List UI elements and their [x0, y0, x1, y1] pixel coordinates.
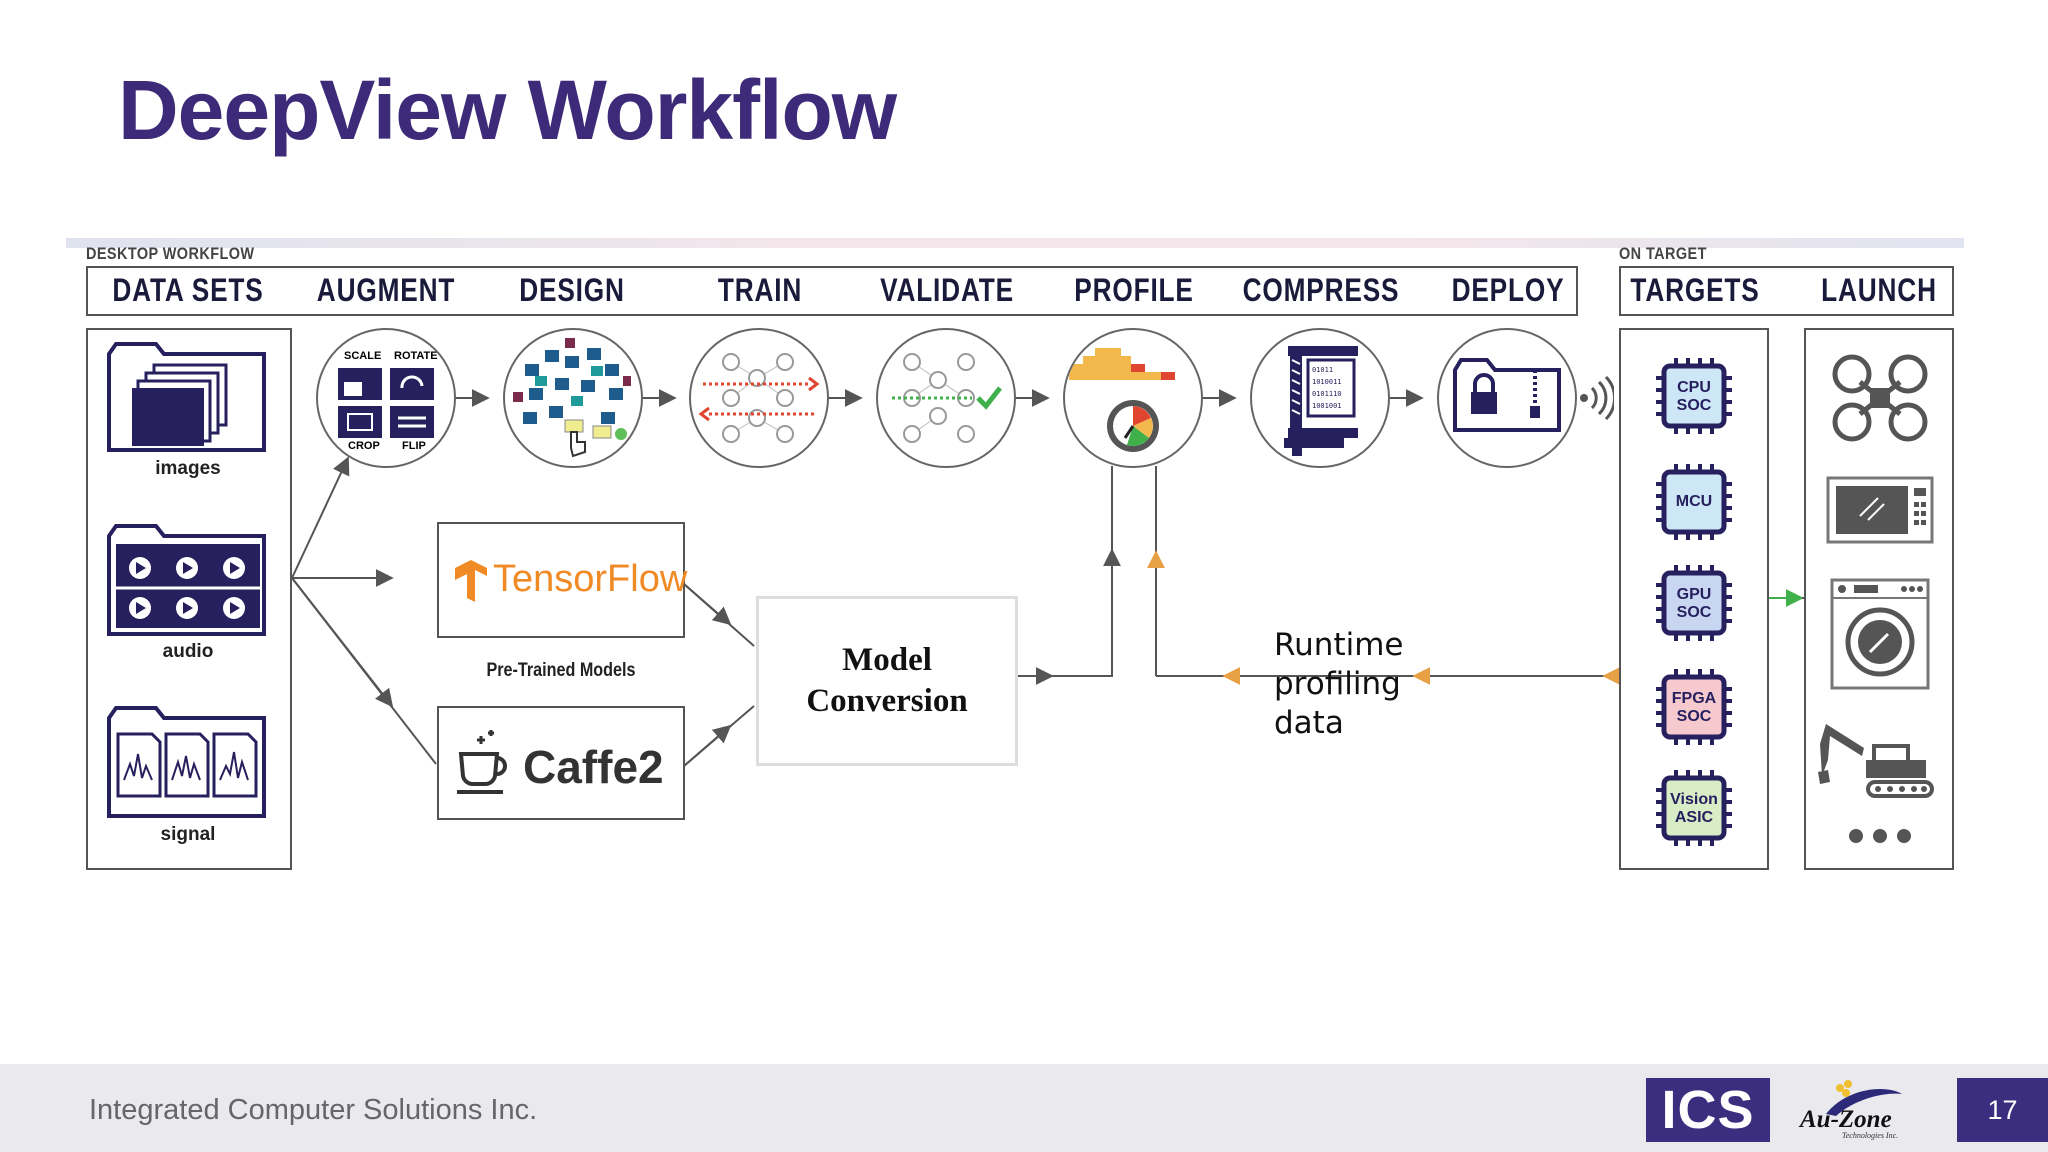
microwave-icon — [1826, 476, 1934, 544]
au-zone-swoosh-icon — [1826, 1080, 1902, 1116]
chip-gpu-line2: SOC — [1676, 604, 1712, 621]
profile-circle — [1063, 328, 1203, 468]
on-target-label: ON TARGET — [1619, 244, 1707, 263]
compress-bits-0: 01011 — [1312, 366, 1333, 374]
runtime-profiling-label: Runtime profiling data — [1274, 626, 1534, 743]
deploy-lock-icon — [1453, 358, 1561, 432]
chip-fpga-line1: FPGA — [1671, 690, 1717, 707]
chip-fpga-icon — [1656, 669, 1732, 745]
augment-flip-label: FLIP — [402, 440, 426, 452]
au-zone-subtitle: Technologies Inc. — [1842, 1131, 1899, 1140]
tensorflow-model-box: TensorFlow — [437, 522, 688, 638]
target-chip-gpu-soc: GPU SOC — [1654, 563, 1734, 643]
dataset-images-label: images — [155, 458, 221, 479]
chip-cpu-line1: CPU — [1677, 379, 1711, 396]
page-title: DeepView Workflow — [118, 63, 897, 157]
stage-data-sets: DATA SETS — [112, 272, 264, 308]
runtime-profiling-line1: Runtime profiling — [1274, 627, 1404, 702]
model-conversion-box: Model Conversion — [756, 596, 1018, 766]
target-chip-cpu-soc: CPU SOC — [1654, 356, 1734, 436]
design-network-icon — [513, 338, 631, 458]
target-chip-vision-asic: Vision ASIC — [1654, 768, 1734, 848]
target-chip-fpga-soc: FPGA SOC — [1654, 667, 1734, 747]
train-network-icon — [698, 353, 820, 443]
washing-machine-icon — [1830, 578, 1930, 690]
augment-crop-label: CROP — [348, 440, 380, 452]
stage-validate: VALIDATE — [880, 272, 1014, 308]
runtime-profiling-line2: data — [1274, 705, 1344, 741]
augment-rotate-label: ROTATE — [394, 350, 438, 362]
pretrained-models-caption: Pre-Trained Models — [486, 660, 636, 681]
chip-gpu-icon — [1656, 565, 1732, 641]
model-conversion-line2: Conversion — [806, 683, 968, 719]
audio-folder-icon — [107, 524, 266, 636]
wireless-signal-icon — [1580, 376, 1614, 420]
ics-logo: ICS — [1646, 1078, 1770, 1142]
workflow-band — [66, 238, 1964, 248]
stage-profile: PROFILE — [1074, 272, 1194, 308]
chip-fpga-line2: SOC — [1676, 708, 1712, 725]
images-folder-icon — [107, 342, 266, 452]
validate-network-icon — [892, 353, 1002, 443]
chip-gpu-line1: GPU — [1676, 586, 1712, 603]
tensorflow-logo-icon — [455, 560, 487, 602]
stage-augment: AUGMENT — [316, 272, 456, 308]
dataset-signal-label: signal — [160, 824, 216, 845]
page-number: 17 — [1957, 1078, 2048, 1142]
chip-vision-line2: ASIC — [1674, 809, 1714, 826]
desktop-workflow-label: DESKTOP WORKFLOW — [86, 244, 255, 263]
stage-design: DESIGN — [519, 272, 625, 308]
footer-company: Integrated Computer Solutions Inc. — [89, 1094, 538, 1126]
dataset-audio-label: audio — [162, 641, 214, 662]
target-chip-mcu: MCU — [1654, 462, 1734, 542]
model-conversion-line1: Model — [842, 642, 932, 678]
train-circle — [689, 328, 829, 468]
signal-folder-icon — [107, 706, 266, 818]
compress-bits-2: 0101110 — [1312, 390, 1342, 398]
au-zone-logo: Au-Zone Technologies Inc. — [1796, 1078, 1908, 1142]
stage-compress: COMPRESS — [1242, 272, 1400, 308]
au-zone-label: Au-Zone — [1800, 1106, 1892, 1133]
stage-deploy: DEPLOY — [1451, 272, 1565, 308]
stage-launch: LAUNCH — [1821, 272, 1937, 308]
chip-vision-line1: Vision — [1670, 791, 1718, 808]
tensorflow-label: TensorFlow — [493, 558, 688, 600]
compress-vise-icon: 01011 1010011 0101110 1001001 — [1284, 346, 1358, 456]
validate-circle — [876, 328, 1016, 468]
augment-circle: SCALE ROTATE CROP FLIP — [316, 328, 456, 468]
stage-targets: TARGETS — [1630, 272, 1760, 308]
chip-mcu-icon — [1656, 464, 1732, 540]
design-circle — [503, 328, 643, 468]
compress-circle: 01011 1010011 0101110 1001001 — [1250, 328, 1390, 468]
desktop-stage-header — [86, 266, 1578, 316]
target-stage-header — [1619, 266, 1954, 316]
augment-icon — [338, 368, 434, 438]
drone-icon — [1832, 354, 1928, 442]
profile-gauge-icon — [1069, 348, 1175, 452]
deploy-circle — [1437, 328, 1577, 468]
chip-vision-icon — [1656, 770, 1732, 846]
chip-cpu-icon — [1656, 358, 1732, 434]
caffe2-label: Caffe2 — [523, 741, 664, 793]
more-dots-icon — [1849, 829, 1911, 843]
stage-train: TRAIN — [717, 272, 803, 308]
caffe2-model-box: Caffe2 — [437, 706, 685, 820]
excavator-icon — [1818, 724, 1934, 798]
augment-scale-label: SCALE — [344, 350, 382, 362]
compress-bits-3: 1001001 — [1312, 402, 1342, 410]
compress-bits-1: 1010011 — [1312, 378, 1342, 386]
chip-mcu-line1: MCU — [1675, 493, 1713, 510]
coffee-cup-icon — [457, 730, 507, 794]
chip-cpu-line2: SOC — [1676, 397, 1712, 414]
